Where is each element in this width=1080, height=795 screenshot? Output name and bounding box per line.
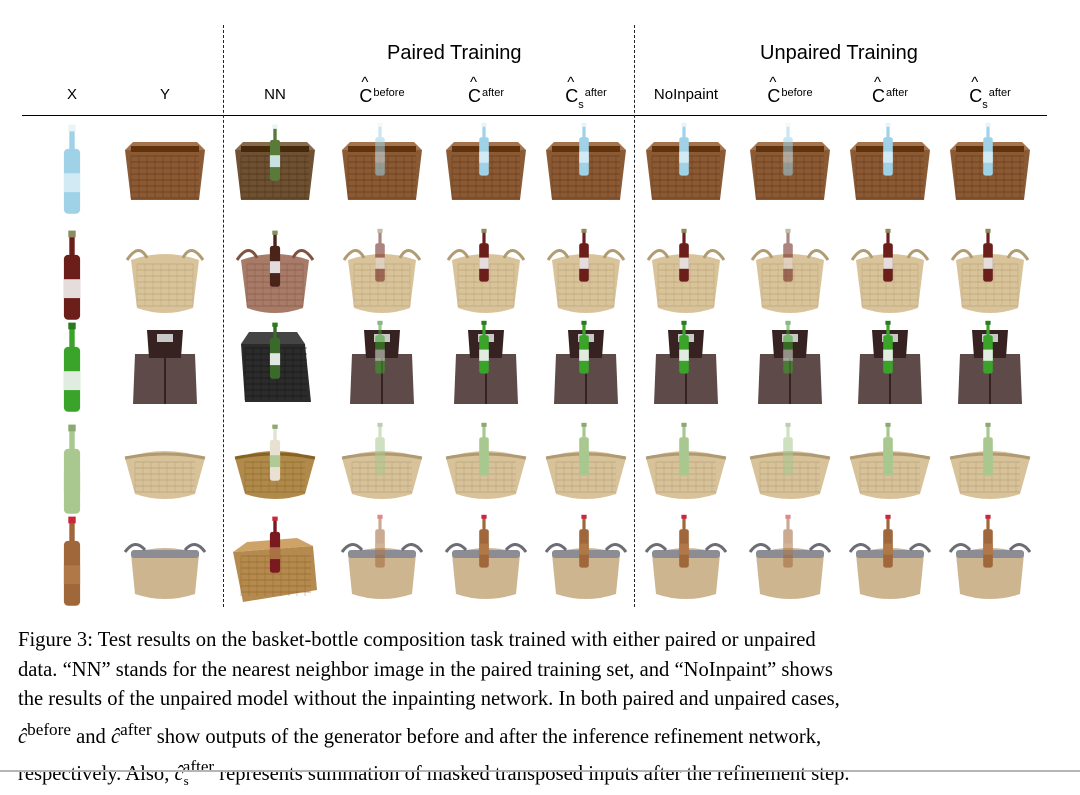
result-image: [638, 420, 734, 516]
result-image: [538, 318, 634, 414]
result-image: [24, 512, 120, 608]
superscript: before: [781, 87, 813, 99]
result-image: [24, 120, 120, 216]
figure: Paired Training Unpaired Training X Y NN Cb…: [0, 0, 1080, 612]
result-image: [24, 226, 120, 322]
column-header: NN: [264, 86, 286, 103]
result-image: [24, 318, 120, 414]
caption-line: the results of the unpaired model withou…: [18, 688, 840, 710]
superscript-before: before: [27, 719, 71, 739]
column-header: Csafter: [950, 74, 1030, 111]
divider-paired-unpaired: [634, 25, 635, 607]
result-image: [942, 512, 1038, 608]
column-header: Cafter: [850, 74, 930, 107]
result-image: [538, 420, 634, 516]
result-image: [438, 420, 534, 516]
caption-text: and: [70, 725, 111, 748]
result-image: [227, 318, 323, 414]
result-image: [227, 226, 323, 322]
superscript-after: after: [182, 756, 215, 776]
superscript: after: [481, 87, 504, 99]
result-image: [638, 512, 734, 608]
result-image: [117, 120, 213, 216]
unpaired-training-title: Unpaired Training: [760, 42, 918, 64]
c-hat-symbol: C: [969, 74, 982, 107]
caption-line: respectively. Also, ĉsafter represents s…: [18, 752, 1058, 795]
superscript-after: after: [120, 719, 152, 739]
caption-text: show outputs of the generator before and…: [151, 725, 822, 748]
result-image: [538, 512, 634, 608]
result-image: [438, 120, 534, 216]
result-image: [438, 226, 534, 322]
column-header: Cbefore: [342, 74, 422, 107]
result-image: [942, 420, 1038, 516]
column-header: Y: [159, 86, 170, 103]
superscript: after: [988, 87, 1011, 99]
paired-training-title: Paired Training: [387, 42, 522, 64]
result-image: [742, 318, 838, 414]
c-hat-symbol: C: [359, 74, 372, 107]
result-image: [334, 120, 430, 216]
caption-line: data. “NN” stands for the nearest neighb…: [18, 658, 833, 681]
result-image: [842, 120, 938, 216]
result-image: [942, 318, 1038, 414]
result-image: [334, 420, 430, 516]
result-image: [942, 226, 1038, 322]
bottom-rule: [0, 770, 1080, 772]
result-image: [638, 226, 734, 322]
result-image: [227, 120, 323, 216]
result-image: [438, 512, 534, 608]
result-image: [117, 318, 213, 414]
caption-line: Figure 3: Test results on the basket-bot…: [18, 629, 816, 651]
result-image: [334, 318, 430, 414]
result-image: [117, 512, 213, 608]
subscript-s: s: [982, 99, 988, 111]
result-image: [638, 318, 734, 414]
result-image: [538, 120, 634, 216]
column-header: NoInpaint: [653, 86, 719, 103]
result-image: [742, 420, 838, 516]
result-image: [742, 120, 838, 216]
result-image: [227, 512, 323, 608]
result-image: [538, 226, 634, 322]
result-image: [742, 226, 838, 322]
result-image: [227, 420, 323, 516]
c-hat-symbol: C: [468, 74, 481, 107]
result-image: [842, 226, 938, 322]
result-image: [334, 512, 430, 608]
caption-line: ĉbefore and ĉafter show outputs of the g…: [18, 715, 1058, 752]
column-header: Cbefore: [750, 74, 830, 107]
result-image: [742, 512, 838, 608]
result-image: [334, 226, 430, 322]
header-rule: [22, 115, 1047, 116]
result-image: [24, 420, 120, 516]
result-image: [842, 512, 938, 608]
c-hat-symbol: C: [872, 74, 885, 107]
result-image: [638, 120, 734, 216]
divider-inputs: [223, 25, 224, 607]
superscript: after: [584, 87, 607, 99]
result-image: [438, 318, 534, 414]
c-hat-symbol: C: [565, 74, 578, 107]
result-image: [842, 318, 938, 414]
c-hat-symbol: ĉ: [18, 725, 28, 748]
c-hat-symbol: C: [767, 74, 780, 107]
result-image: [842, 420, 938, 516]
result-image: [117, 420, 213, 516]
result-image: [117, 226, 213, 322]
column-header: Cafter: [446, 74, 526, 107]
column-header: Csafter: [546, 74, 626, 111]
subscript-s: s: [578, 99, 584, 111]
c-hat-symbol: ĉ: [110, 725, 121, 748]
result-image: [942, 120, 1038, 216]
superscript: before: [373, 87, 405, 99]
column-header: X: [66, 86, 77, 103]
superscript: after: [885, 87, 908, 99]
